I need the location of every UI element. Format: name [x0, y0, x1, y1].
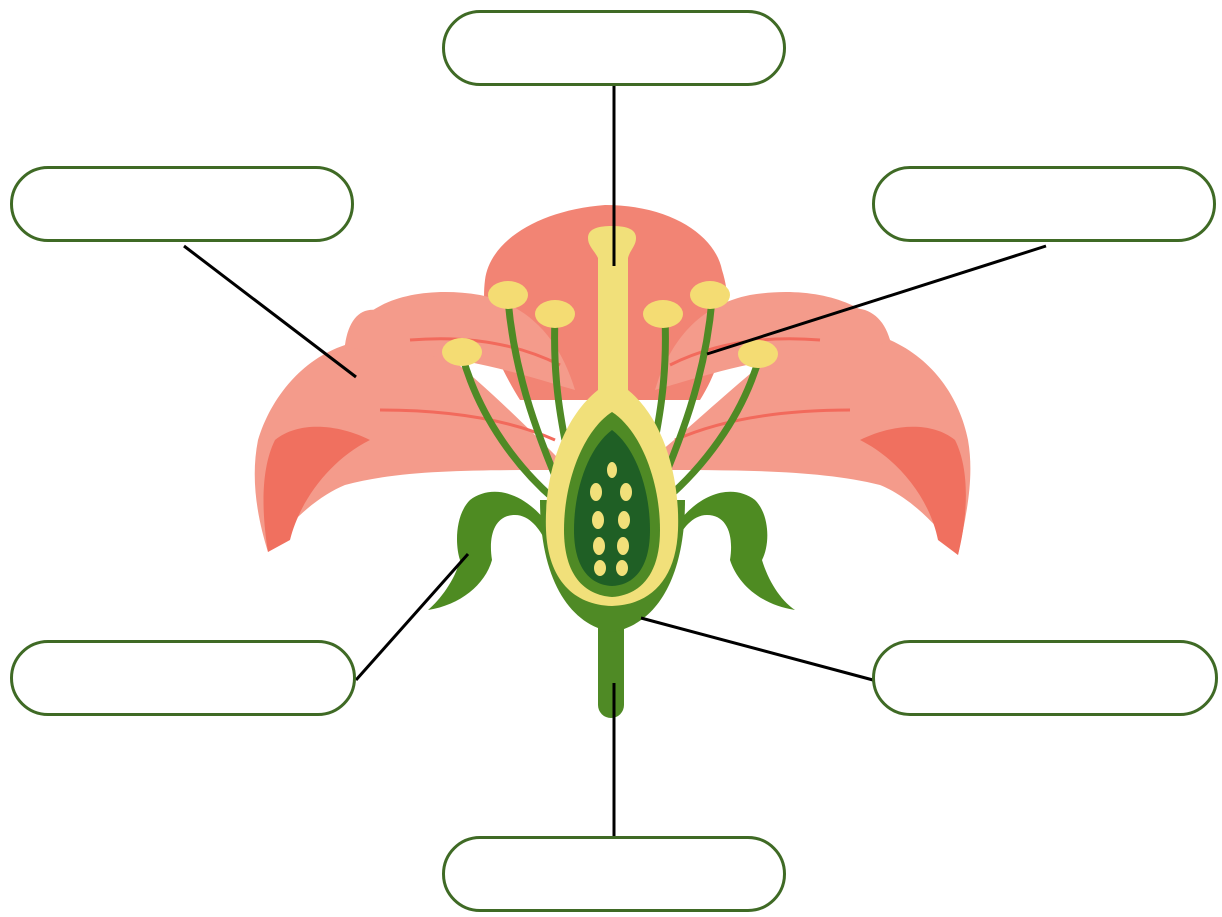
label-box-top[interactable] — [442, 10, 786, 86]
ovule — [620, 483, 632, 501]
anther — [535, 300, 575, 328]
anther — [690, 281, 730, 309]
ovule — [618, 511, 630, 529]
ovule — [617, 537, 629, 555]
anther — [488, 281, 528, 309]
leader-line-left-upper — [184, 246, 356, 377]
anther — [738, 340, 778, 368]
label-box-right-lower[interactable] — [872, 640, 1218, 716]
label-box-left-lower[interactable] — [10, 640, 356, 716]
leader-line-left-lower — [356, 554, 468, 680]
ovule — [607, 462, 617, 478]
label-box-bottom[interactable] — [442, 836, 786, 912]
sepal-right — [677, 492, 795, 610]
ovule — [593, 537, 605, 555]
anther — [643, 300, 683, 328]
ovule — [616, 560, 628, 576]
leader-line-right-lower — [641, 618, 873, 680]
ovule — [592, 511, 604, 529]
ovule — [590, 483, 602, 501]
sepal-left — [428, 492, 545, 610]
label-box-right-upper[interactable] — [872, 166, 1216, 242]
label-box-left-upper[interactable] — [10, 166, 354, 242]
ovule — [594, 560, 606, 576]
anther — [442, 338, 482, 366]
